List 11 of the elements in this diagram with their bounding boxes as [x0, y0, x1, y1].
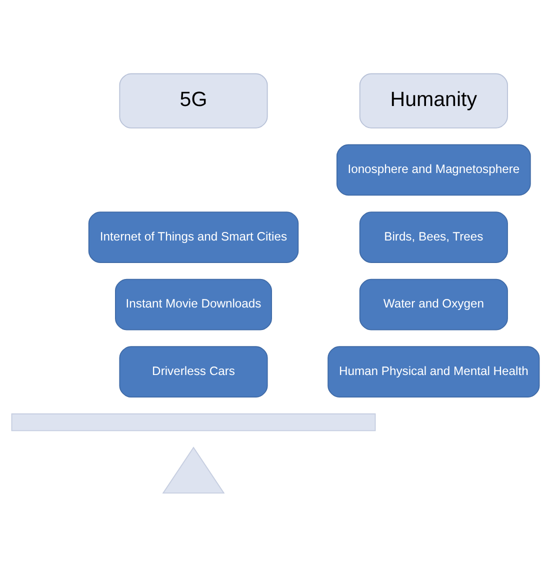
- node-box: Driverless Cars: [119, 346, 268, 398]
- node-box: Humanity: [359, 73, 508, 128]
- node-box: 5G: [119, 73, 268, 128]
- node-box: Birds, Bees, Trees: [359, 212, 508, 263]
- node-box: Ionosphere and Magnetosphere: [336, 144, 531, 196]
- node-triangle: [162, 446, 225, 494]
- node-bar: [11, 413, 376, 432]
- node-box: Internet of Things and Smart Cities: [88, 212, 299, 263]
- node-box: Water and Oxygen: [359, 278, 508, 330]
- node-box: Instant Movie Downloads: [115, 278, 272, 330]
- node-box: Human Physical and Mental Health: [328, 346, 540, 398]
